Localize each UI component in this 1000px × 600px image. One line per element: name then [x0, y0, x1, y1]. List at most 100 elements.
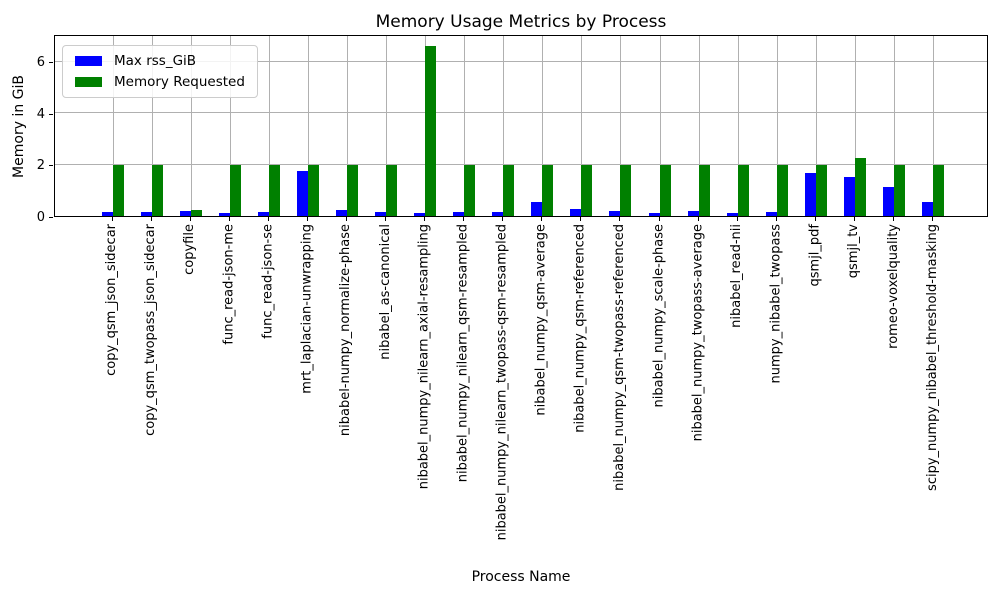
gridline-vertical	[620, 36, 622, 216]
x-tick-label: scipy_numpy_nibabel_threshold-masking	[924, 224, 940, 491]
gridline-vertical	[737, 36, 739, 216]
bar-max-rss	[257, 212, 269, 216]
gridline-vertical	[229, 36, 231, 216]
x-tick-label: nibabel-numpy_normalize-phase	[338, 224, 354, 437]
gridline-vertical	[659, 36, 661, 216]
y-tick-label: 6	[36, 55, 45, 71]
bar-max-rss	[804, 173, 816, 216]
legend-entry-max-rss: Max rss_GiB	[75, 54, 245, 68]
bar-memory-requested	[190, 209, 202, 216]
x-tick-label: nibabel_numpy_nilearn_qsm-resampled	[455, 224, 471, 483]
y-tick	[49, 216, 53, 218]
x-tick	[189, 217, 191, 221]
bar-memory-requested	[854, 158, 866, 216]
x-tick	[619, 217, 621, 221]
gridline-vertical	[112, 36, 114, 216]
x-tick-label: qsmjl_pdf	[807, 224, 823, 287]
x-tick	[892, 217, 894, 221]
gridline-vertical	[151, 36, 153, 216]
x-tick	[267, 217, 269, 221]
x-tick-label: nibabel_numpy_qsm-average	[533, 224, 549, 416]
gridline-vertical	[386, 36, 388, 216]
x-tick	[541, 217, 543, 221]
bar-memory-requested	[268, 164, 280, 216]
x-tick-label: numpy_nibabel_twopass	[768, 224, 784, 384]
x-tick-label: nibabel_numpy_nilearn_twopass-qsm-resamp…	[494, 224, 510, 541]
bar-max-rss	[531, 201, 543, 216]
bar-memory-requested	[347, 164, 359, 216]
x-tick	[111, 217, 113, 221]
x-tick-label: romeo-voxelquality	[885, 224, 901, 349]
x-tick-label: nibabel_as-canonical	[377, 224, 393, 360]
legend-entry-memory-requested: Memory Requested	[75, 75, 245, 89]
x-axis-label: Process Name	[471, 569, 571, 585]
bar-memory-requested	[386, 164, 398, 216]
y-tick-label: 4	[36, 106, 45, 122]
bar-memory-requested	[659, 164, 671, 216]
gridline-vertical	[581, 36, 583, 216]
bar-max-rss	[375, 212, 387, 216]
bar-max-rss	[297, 170, 308, 216]
x-tick-label: nibabel_read-nii	[729, 224, 745, 328]
bar-max-rss	[492, 212, 504, 216]
legend-swatch-max-rss	[75, 56, 102, 66]
bar-max-rss	[570, 209, 582, 216]
x-tick-label: nibabel_numpy_nilearn_axial-resampling	[416, 224, 432, 490]
bar-max-rss	[726, 212, 738, 216]
y-tick-label: 2	[36, 158, 45, 173]
x-tick	[736, 217, 738, 221]
x-tick-label: mrt_laplacian-unwrapping	[299, 224, 315, 394]
x-tick	[307, 217, 308, 221]
gridline-vertical	[190, 36, 192, 216]
gridline-vertical	[542, 36, 544, 216]
bar-max-rss	[648, 212, 660, 216]
gridline-vertical	[776, 36, 778, 216]
gridline-vertical	[932, 36, 934, 216]
gridline-vertical	[464, 36, 466, 216]
bar-max-rss	[765, 212, 777, 216]
bar-memory-requested	[893, 164, 905, 216]
x-tick-label: func_read-json-se	[260, 224, 276, 339]
bar-memory-requested	[620, 164, 632, 216]
bar-memory-requested	[542, 164, 554, 216]
bar-max-rss	[882, 186, 894, 216]
x-tick	[658, 217, 660, 221]
bar-memory-requested	[229, 164, 241, 216]
bar-max-rss	[336, 209, 348, 216]
gridline-horizontal	[55, 112, 987, 114]
bar-memory-requested	[737, 164, 749, 216]
bar-max-rss	[414, 212, 426, 216]
gridline-vertical	[854, 36, 856, 216]
legend: Max rss_GiB Memory Requested	[62, 45, 258, 98]
x-tick-label: nibabel_numpy_qsm-referenced	[572, 224, 588, 433]
x-tick	[385, 217, 387, 221]
gridline-vertical	[308, 36, 309, 216]
bar-memory-requested	[464, 164, 476, 216]
x-tick-label: nibabel_numpy_scale-phase	[651, 224, 667, 408]
bar-max-rss	[453, 212, 465, 216]
bar-max-rss	[179, 210, 191, 216]
x-tick-label: func_read-json-me	[221, 224, 237, 345]
x-tick	[814, 217, 816, 221]
legend-swatch-memory-requested	[75, 77, 102, 87]
x-tick	[580, 217, 582, 221]
bar-memory-requested	[581, 164, 593, 216]
x-tick	[424, 217, 426, 221]
bar-memory-requested	[308, 164, 319, 216]
bar-memory-requested	[932, 164, 944, 216]
bar-max-rss	[843, 176, 855, 216]
bar-memory-requested	[815, 164, 827, 216]
x-tick	[502, 217, 504, 221]
y-tick	[49, 113, 53, 115]
bar-memory-requested	[425, 46, 437, 216]
gridline-horizontal	[55, 163, 987, 165]
plot-area: Max rss_GiB Memory Requested	[54, 35, 988, 217]
x-tick	[775, 217, 777, 221]
legend-label-max-rss: Max rss_GiB	[114, 53, 197, 69]
bar-max-rss	[140, 212, 152, 216]
x-tick	[150, 217, 152, 221]
x-tick	[697, 217, 699, 221]
gridline-vertical	[893, 36, 895, 216]
legend-label-memory-requested: Memory Requested	[114, 74, 245, 90]
